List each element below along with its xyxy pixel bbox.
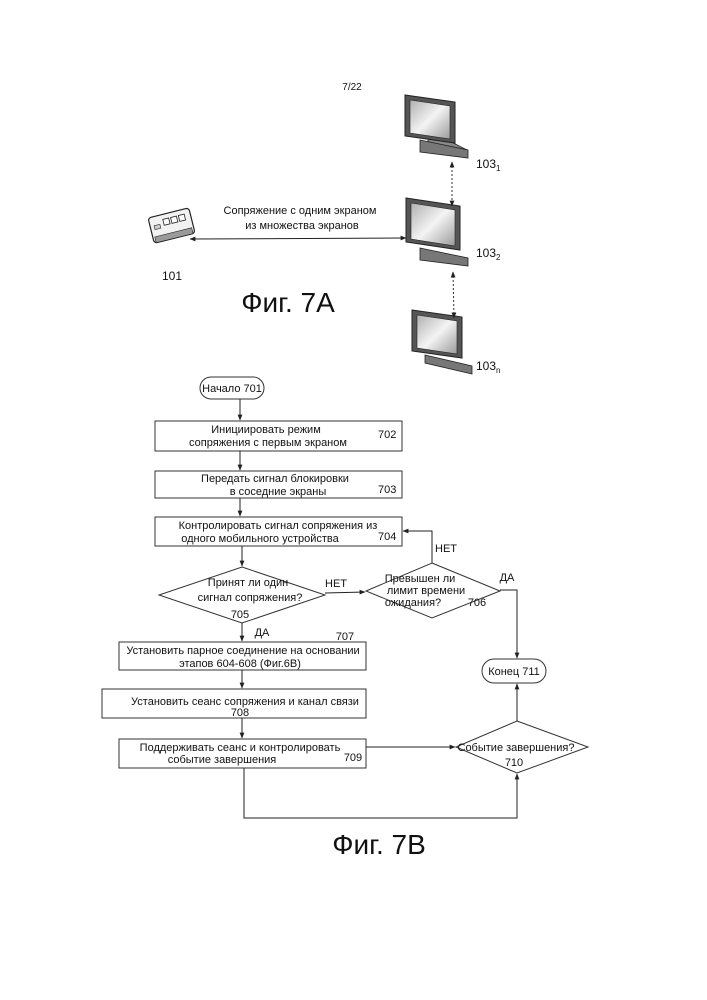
decision-705-line1: Принят ли один xyxy=(208,577,288,589)
step-702-line1: Инициировать режим xyxy=(211,424,321,436)
step-704-number: 704 xyxy=(378,531,396,543)
monitor-icon-1032 xyxy=(406,198,468,266)
arrow-706-yes-to-end xyxy=(500,590,517,658)
step-702-number: 702 xyxy=(378,429,396,441)
pairing-link-label-line2: из множества экранов xyxy=(245,220,359,232)
start-label: Начало 701 xyxy=(202,383,262,395)
step-702-line2: сопряжения с первым экраном xyxy=(189,437,347,449)
decision-710-number: 710 xyxy=(505,757,523,769)
decision-706-number: 706 xyxy=(468,597,486,609)
pairing-link-arrow xyxy=(190,238,406,239)
arrow-709-loop-to-710 xyxy=(244,768,517,818)
decision-706-line2: лимит времени xyxy=(387,585,465,597)
label-yes-705: ДА xyxy=(255,627,270,639)
label-yes-706: ДА xyxy=(500,572,515,584)
step-703-line2: в соседние экраны xyxy=(230,486,327,498)
step-707-line1: Установить парное соединение на основани… xyxy=(126,645,359,657)
mobile-device-icon xyxy=(148,208,195,243)
decision-705-number: 705 xyxy=(231,609,249,621)
fig7a-caption: Фиг. 7А xyxy=(241,287,335,318)
step-707-line2: этапов 604-608 (Фиг.6В) xyxy=(179,658,301,670)
step-709-number: 709 xyxy=(344,752,362,764)
screen-label-1032: 1032 xyxy=(476,246,501,262)
decision-710-line1: Событие завершения? xyxy=(458,742,575,754)
step-703-number: 703 xyxy=(378,484,396,496)
fig-7a: 101 Сопряжение с одним экраном из множес… xyxy=(148,95,501,375)
decision-706-line1: Превышен ли xyxy=(385,573,456,585)
device-label-101: 101 xyxy=(162,269,182,283)
end-label: Конец 711 xyxy=(488,666,540,678)
monitor-icon-103n xyxy=(412,310,472,374)
step-707-number: 707 xyxy=(336,631,354,643)
monitor-icon-1031 xyxy=(405,95,468,158)
step-709-line2: событие завершения xyxy=(168,754,277,766)
decision-705-line2: сигнал сопряжения? xyxy=(198,592,303,604)
pairing-link-label-line1: Сопряжение с одним экраном xyxy=(224,205,377,217)
screen-label-103n: 103n xyxy=(476,359,500,375)
step-704-line2: одного мобильного устройства xyxy=(181,533,339,545)
fig7b-caption: Фиг. 7B xyxy=(332,829,426,860)
page-number: 7/22 xyxy=(342,82,362,93)
decision-706-line3: ожидания? xyxy=(385,597,441,609)
step-709-line1: Поддерживать сеанс и контролировать xyxy=(140,742,341,754)
fig-7b-flowchart: Начало 701 Инициировать режим сопряжения… xyxy=(102,377,588,860)
step-704-line1: Контролировать сигнал сопряжения из xyxy=(179,520,378,532)
label-no-705: НЕТ xyxy=(325,578,347,590)
arrow-706-no-loop xyxy=(403,531,432,563)
step-703-line1: Передать сигнал блокировки xyxy=(201,473,349,485)
screen-label-1031: 1031 xyxy=(476,157,501,173)
screen-link-2-n xyxy=(453,272,454,318)
step-708-number: 708 xyxy=(231,707,249,719)
arrow-705-to-706 xyxy=(325,592,365,593)
label-no-706: НЕТ xyxy=(435,543,457,555)
